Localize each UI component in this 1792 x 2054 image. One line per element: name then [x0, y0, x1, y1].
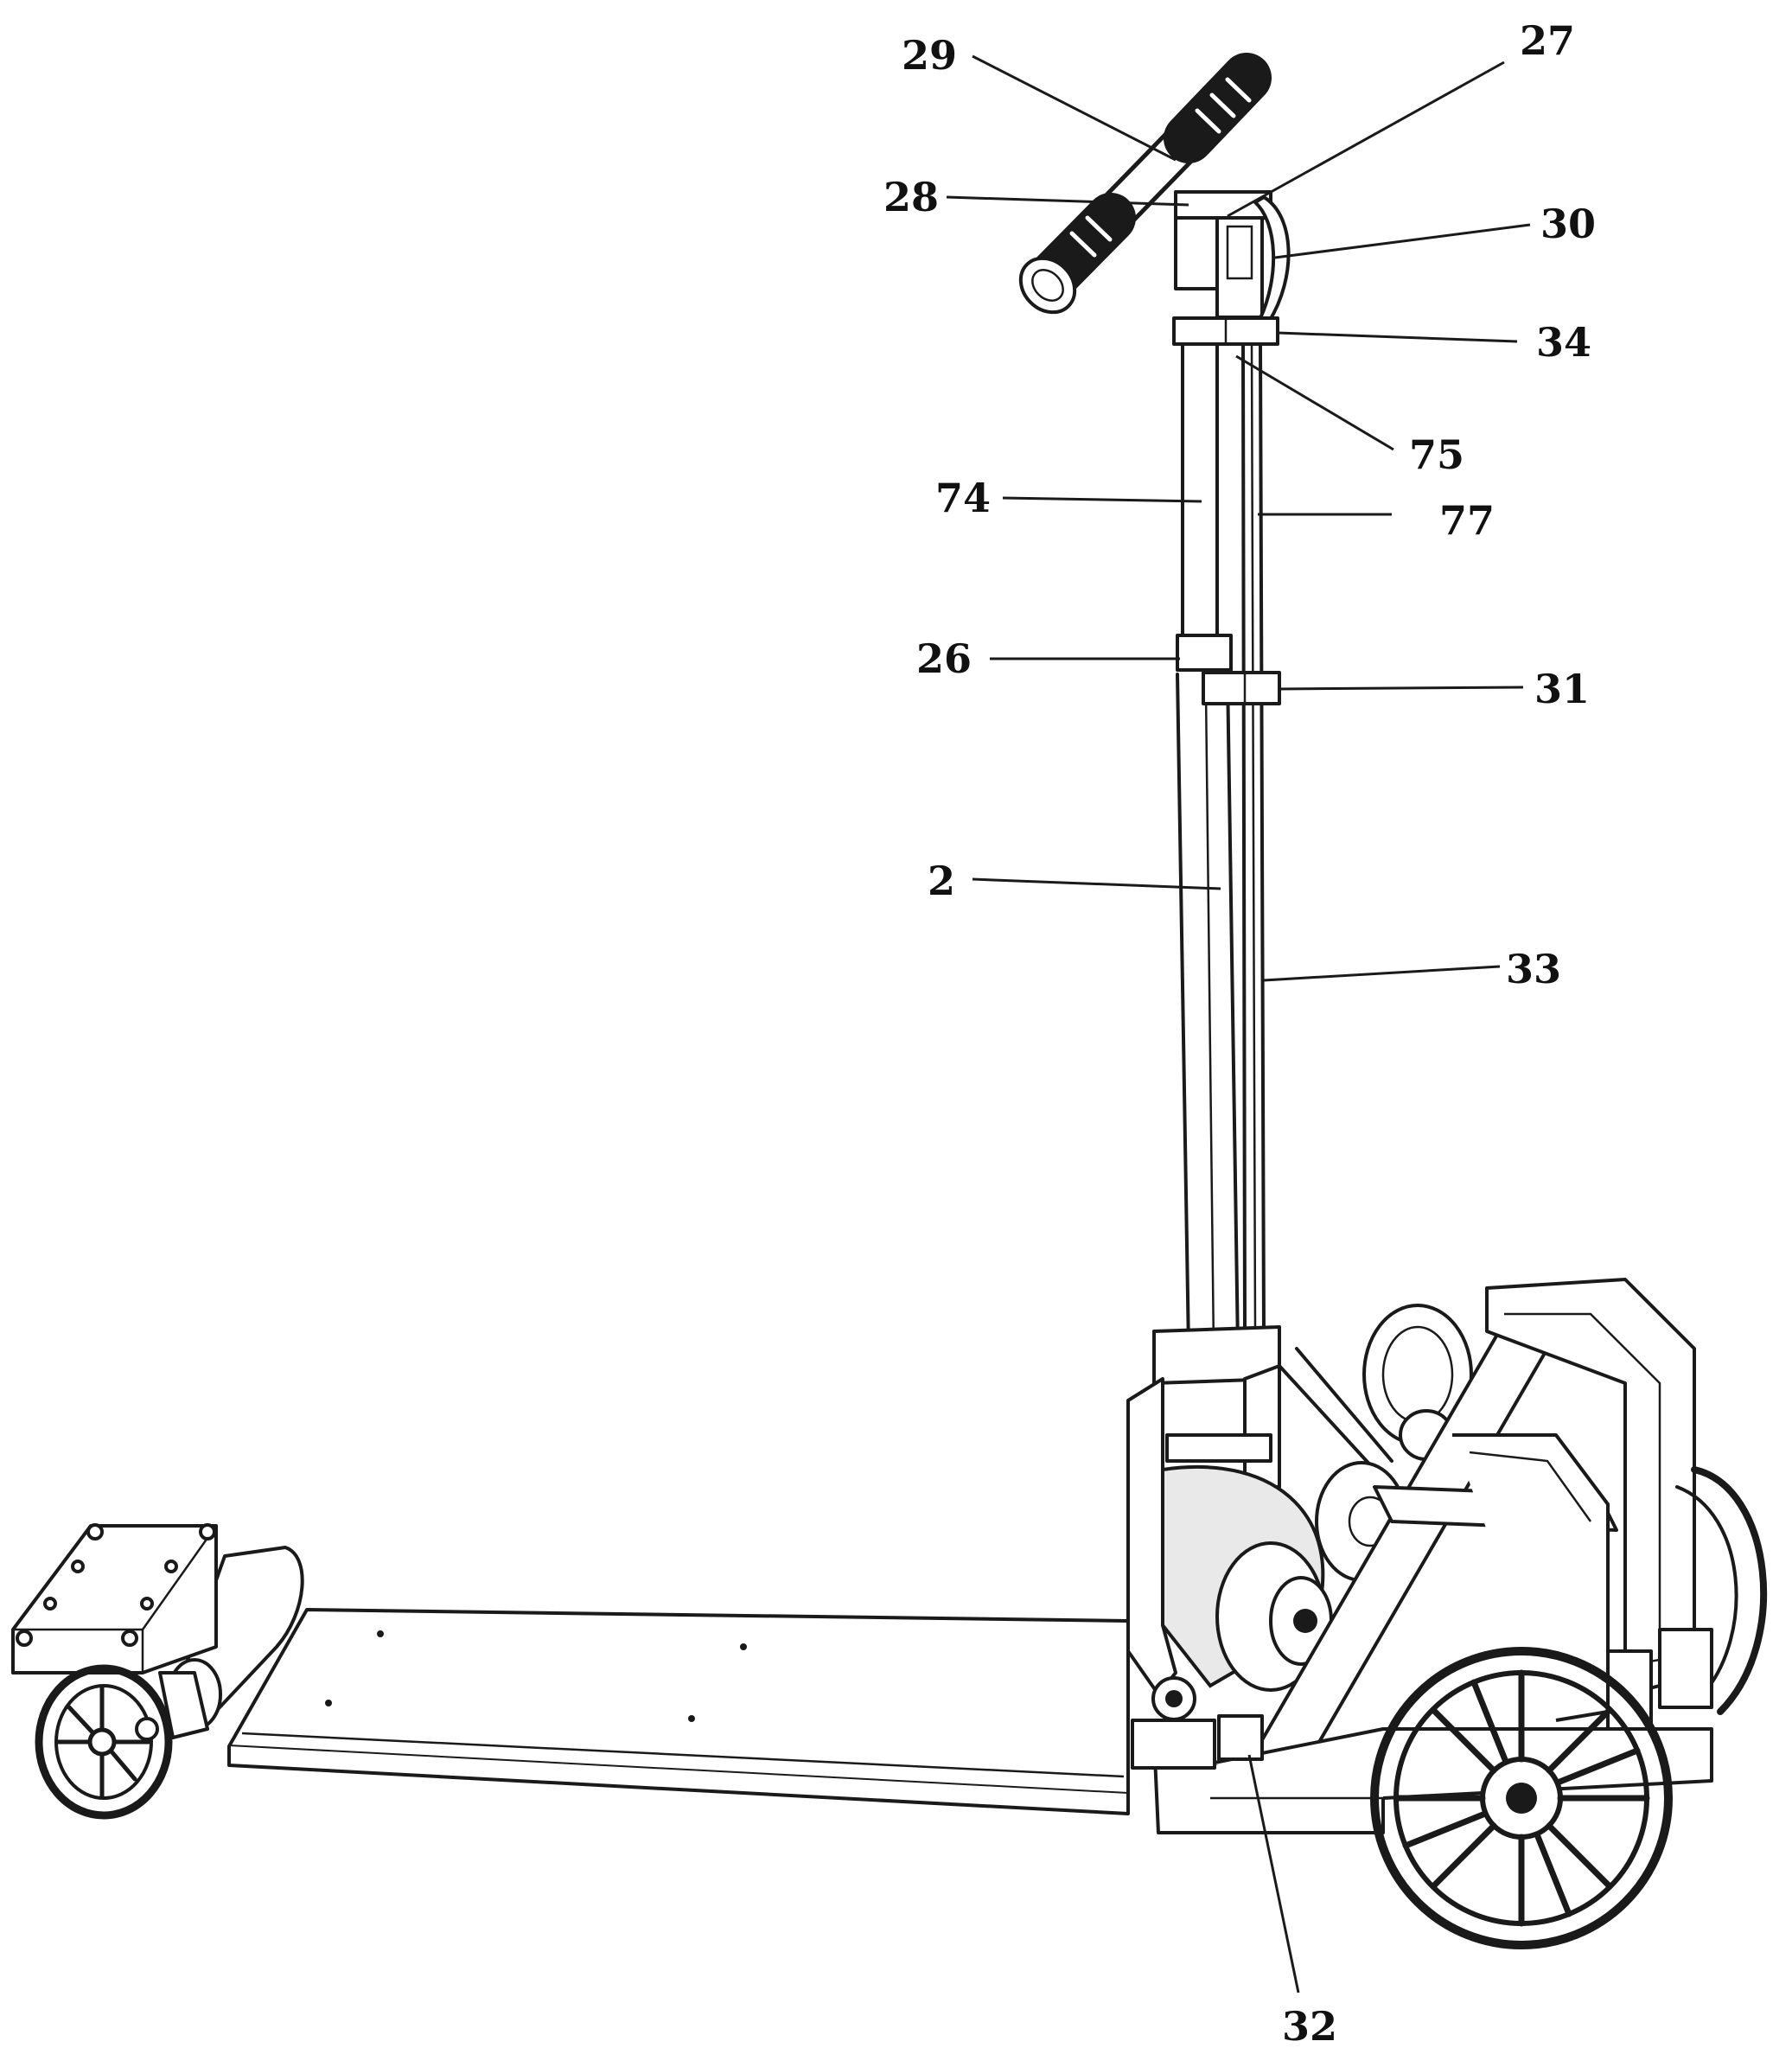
stem: [1176, 342, 1281, 1350]
steering-head: [1172, 190, 1291, 346]
label-31: 31: [1534, 666, 1590, 712]
label-30: 30: [1540, 201, 1596, 247]
label-75: 75: [1409, 431, 1464, 478]
front-assembly: [11, 1523, 304, 1820]
label-26: 26: [916, 635, 972, 682]
label-29: 29: [902, 32, 957, 79]
handlebar: [1018, 53, 1272, 315]
label-74: 74: [935, 475, 991, 521]
label-77: 77: [1439, 497, 1495, 544]
label-34: 34: [1536, 319, 1591, 366]
label-2: 2: [928, 858, 955, 904]
handle-grip-upper: [1164, 53, 1272, 163]
main-wheel: [1370, 1647, 1673, 1949]
label-27: 27: [1520, 17, 1575, 64]
deck: [227, 1608, 1130, 1815]
label-28: 28: [883, 174, 939, 220]
label-32: 32: [1282, 2003, 1337, 2050]
leader-lines: [946, 54, 1531, 1993]
label-33: 33: [1506, 946, 1561, 992]
reference-numerals: 29 27 28 30 34 75 74 77 26 31 2 33 32: [883, 17, 1596, 2050]
rear-assembly: [1126, 1278, 1767, 1834]
